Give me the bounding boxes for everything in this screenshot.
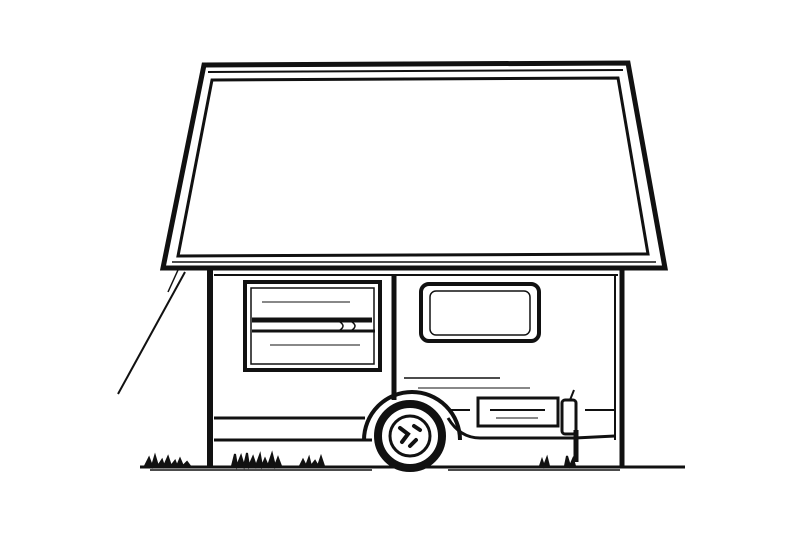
grass: [144, 450, 576, 470]
awning: [159, 60, 668, 271]
awning-poles: [207, 268, 625, 466]
storage-locker: [476, 396, 560, 428]
awning-support-pole: [117, 269, 186, 395]
front-window: [419, 282, 541, 343]
side-window: [243, 280, 382, 372]
wheel: [362, 390, 462, 472]
tow-hitch: [560, 389, 579, 462]
caravan-door: [391, 276, 530, 400]
ground-line: [140, 465, 685, 471]
